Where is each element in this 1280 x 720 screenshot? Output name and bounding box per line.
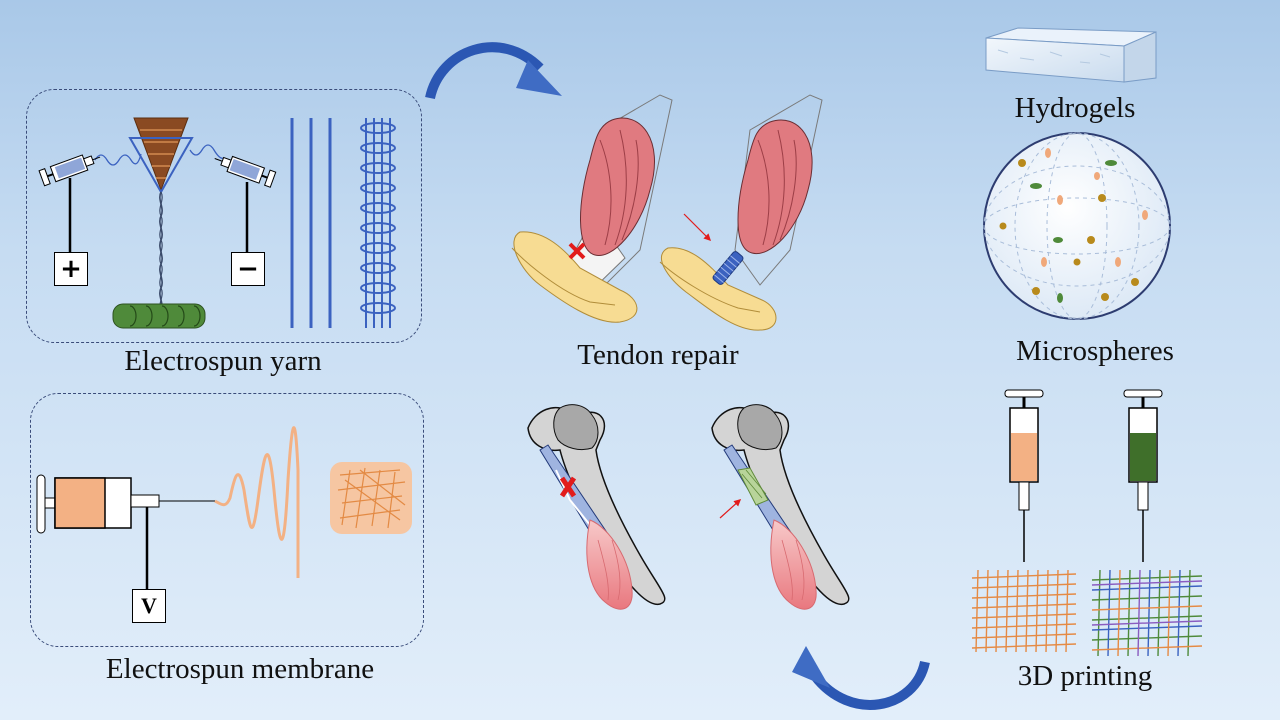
electrospun-yarn-panel [26,89,422,343]
tendon-repaired-bone-illustration [711,404,850,610]
tendon-repaired-illustration [659,94,823,331]
3d-printing-label: 3D printing [1017,660,1153,692]
positive-terminal: + [54,252,88,286]
electrospun-membrane-diagram [36,426,412,590]
tendon-injury-bone-illustration [527,404,666,610]
cycle-arrow-bottom [792,646,930,710]
negative-terminal: − [231,252,265,286]
bioprinter-syringe-orange [1004,389,1044,562]
printed-grid-orange [971,569,1077,653]
tendon-repair-label: Tendon repair [577,339,739,371]
electrospun-membrane-label: Electrospun membrane [105,653,375,685]
electrospun-yarn-label: Electrospun yarn [124,345,322,377]
electrospun-yarn-diagram [38,117,396,329]
bioprinter-syringe-green [1123,389,1163,562]
electrospun-membrane-panel [30,393,424,647]
tendon-injury-illustration [511,94,673,323]
voltage-terminal: V [132,589,166,623]
microsphere-illustration [983,132,1171,320]
hydrogel-block-illustration [985,27,1157,83]
microspheres-label: Microspheres [1016,335,1174,367]
cycle-arrow-top [425,42,562,100]
printed-grid-multicolor [1091,569,1203,657]
hydrogels-label: Hydrogels [1014,92,1136,124]
